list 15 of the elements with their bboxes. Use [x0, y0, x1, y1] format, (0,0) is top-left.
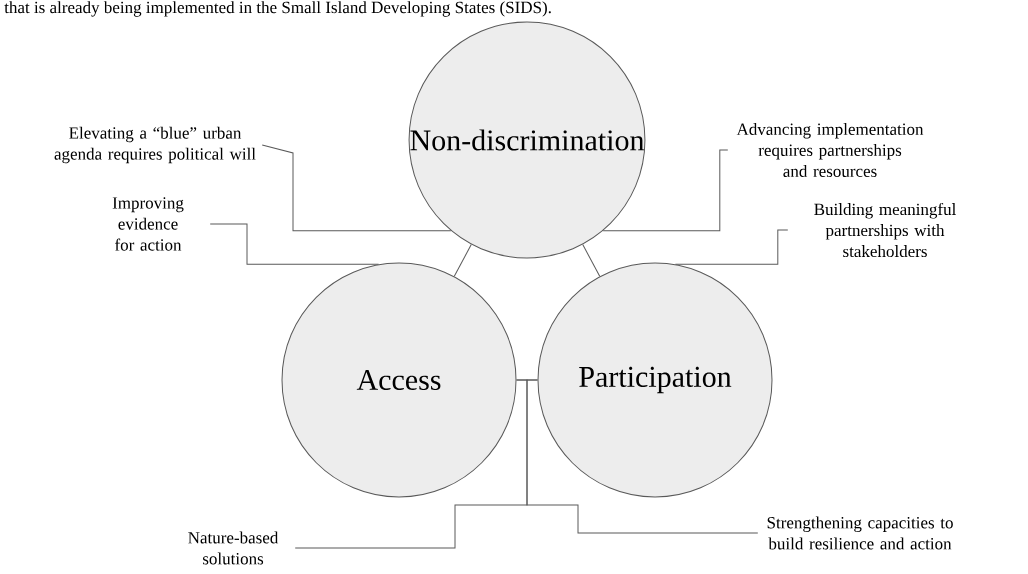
connector-line — [453, 244, 472, 277]
topic-text: Elevating a “blue” urban agenda requires political will — [54, 126, 256, 164]
leader-line — [526, 379, 759, 534]
leader-line — [294, 379, 528, 549]
leader-line — [261, 144, 452, 232]
topic-text: Nature-based solutions — [188, 531, 279, 565]
heading-text: that is already being implemented in the Small Island Developing States (SIDS). — [4, 1, 551, 17]
connector-line — [582, 244, 601, 277]
leader-line — [674, 229, 789, 265]
topic-text: Advancing implementation requires partnerships and resources — [736, 123, 924, 177]
topic-text: Building meaningful partnerships with stakeholders — [814, 202, 956, 258]
leader-line — [602, 149, 729, 232]
topic-text: Strengthening capacities to build resilience and action — [767, 516, 953, 550]
topic-text: Improving evidence for action — [112, 197, 184, 251]
leader-line — [209, 223, 380, 265]
